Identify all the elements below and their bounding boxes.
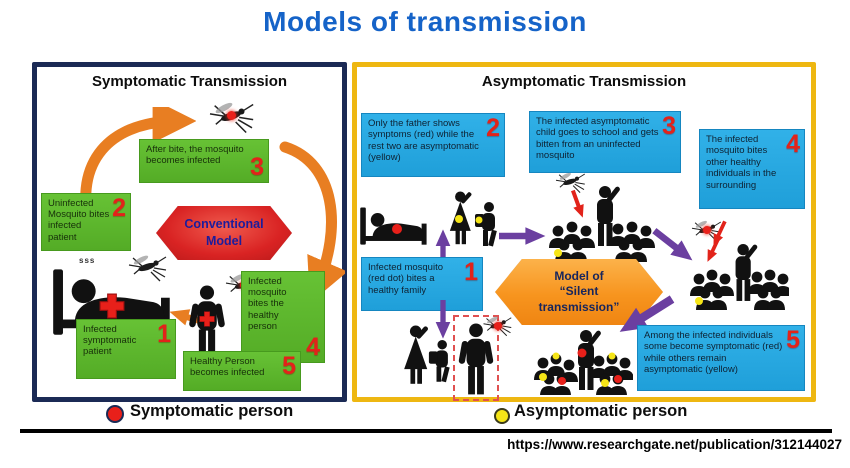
hexagon-label-line: transmission” (538, 299, 620, 314)
page-title: Models of transmission (263, 6, 587, 37)
hexagon-label-line: Conventional (184, 217, 264, 232)
highlight-dashed-box (453, 315, 499, 401)
source-url: https://www.researchgate.net/publication… (507, 437, 842, 452)
red-cross-icon (99, 293, 125, 319)
step-text: The infected mosquito bites other health… (706, 134, 777, 191)
step-box-1: Infected mosquito (red dot) bites a heal… (361, 257, 483, 311)
step-text: Healthy Person becomes infected (190, 356, 265, 379)
mosquito-infected-icon (206, 94, 256, 136)
step-box-5: Healthy Person becomes infected 5 (183, 351, 301, 391)
neighborhood-group-icon (689, 243, 789, 313)
asymptomatic-heading: Asymptomatic Transmission (481, 73, 687, 90)
asymptomatic-dot-icon (494, 408, 510, 424)
step-number: 2 (112, 194, 126, 222)
step-text: The infected asymptomatic child goes to … (536, 116, 659, 162)
step-text: Among the infected individuals some beco… (644, 330, 783, 376)
symptomatic-dot-icon (106, 405, 124, 423)
family-group-icon (359, 189, 509, 253)
step-number: 3 (250, 153, 264, 181)
footer-divider (20, 429, 832, 433)
step-box-5: Among the infected individuals some beco… (637, 325, 805, 391)
silent-transmission-hexagon: Model of “Silent transmission” (495, 259, 663, 325)
step-number: 3 (662, 112, 676, 140)
step-number: 1 (464, 258, 478, 286)
step-text: Only the father shows symptoms (red) whi… (368, 118, 479, 164)
step-number: 5 (786, 326, 800, 354)
flow-arrow-right-icon (499, 223, 547, 249)
legend-symptomatic-label: Symptomatic person (130, 402, 294, 420)
step-box-1: Infected symptomatic patient 1 (76, 319, 176, 379)
step-box-4: Infected mosquito bites the healthy pers… (241, 271, 325, 363)
hexagon-label-line: Model of (554, 268, 604, 283)
step-number: 2 (486, 114, 500, 142)
bitten-family-group-icon (401, 311, 521, 401)
step-text: After bite, the mosquito becomes infecte… (146, 144, 244, 167)
step-number: 4 (306, 333, 320, 361)
step-box-2: Only the father shows symptoms (red) whi… (361, 113, 505, 177)
asymptomatic-panel: Asymptomatic Transmission Only the fathe… (352, 62, 816, 402)
step-text: Infected mosquito bites the healthy pers… (248, 276, 287, 332)
mosquito-infected-icon (689, 215, 723, 243)
sleep-marks: sss (79, 256, 96, 265)
step-box-3: The infected asymptomatic child goes to … (529, 111, 681, 173)
step-text: Uninfected Mosquito bites infected patie… (48, 198, 110, 243)
step-text: Infected mosquito (red dot) bites a heal… (368, 262, 443, 296)
red-cross-icon (199, 311, 215, 327)
mosquito-infected-icon (481, 311, 513, 338)
conventional-model-hexagon: Conventional Model (156, 206, 292, 260)
hexagon-label-line: Model (205, 234, 243, 248)
cycle-arrow-down-icon (277, 141, 345, 299)
hexagon-label-line: “Silent (559, 284, 599, 299)
mixed-outcome-group-icon (529, 329, 633, 395)
symptomatic-heading: Symptomatic Transmission (91, 73, 288, 90)
symptomatic-panel: Symptomatic Transmission After bite, the… (32, 62, 347, 402)
school-group-icon (546, 183, 658, 265)
step-number: 4 (786, 130, 800, 158)
step-box-4: The infected mosquito bites other health… (699, 129, 805, 209)
step-number: 5 (282, 352, 296, 380)
legend-asymptomatic-label: Asymptomatic person (514, 402, 688, 420)
step-box-3: After bite, the mosquito becomes infecte… (139, 139, 269, 183)
step-number: 1 (157, 320, 171, 348)
step-text: Infected symptomatic patient (83, 324, 137, 358)
step-box-2: Uninfected Mosquito bites infected patie… (41, 193, 131, 251)
